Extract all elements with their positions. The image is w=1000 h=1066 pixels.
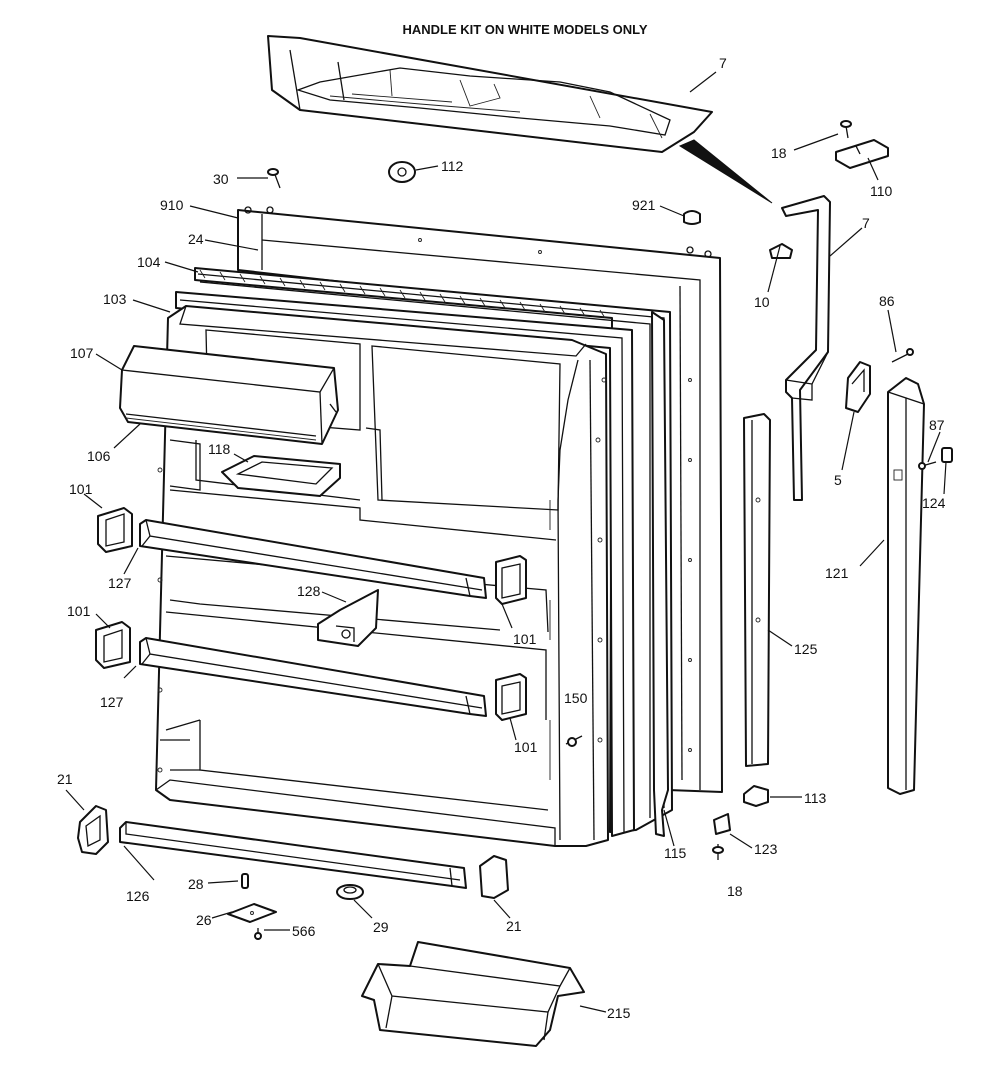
handle-kit-cover [267, 35, 713, 153]
callout-28: 28 [188, 876, 204, 892]
callout-125: 125 [794, 641, 818, 657]
butter-tray [221, 455, 341, 497]
callout-112: 112 [441, 158, 464, 174]
callout-107: 107 [70, 345, 94, 361]
callout-126: 126 [126, 888, 150, 904]
callout-29: 29 [373, 919, 389, 935]
callout-101-right-lower: 101 [514, 739, 538, 755]
callout-106: 106 [87, 448, 111, 464]
diagram-title: HANDLE KIT ON WHITE MODELS ONLY [402, 22, 647, 37]
door-bin [361, 941, 585, 1047]
screw-18-top [840, 120, 852, 139]
callout-10: 10 [754, 294, 770, 310]
callout-104: 104 [137, 254, 161, 270]
callout-121: 121 [825, 565, 849, 581]
clip-10 [769, 243, 793, 259]
callout-26: 26 [196, 912, 212, 928]
callout-30: 30 [213, 171, 229, 187]
bushing-29 [336, 884, 364, 900]
callout-110: 110 [870, 183, 893, 199]
callout-921: 921 [632, 197, 656, 213]
screw-18-bottom [712, 844, 724, 860]
pin-28 [241, 873, 249, 889]
callout-87: 87 [929, 417, 945, 433]
callout-86: 86 [879, 293, 895, 309]
hinge-channel-125 [743, 413, 771, 767]
handle-kit-pointer [678, 139, 773, 204]
cap-112 [388, 161, 416, 183]
callout-127-lower: 127 [100, 694, 124, 710]
clip-124 [941, 447, 953, 463]
screw-566 [254, 928, 262, 940]
screw-150 [565, 735, 583, 747]
dairy-compartment-door [119, 345, 339, 445]
callout-7-handle: 7 [719, 55, 727, 71]
callout-115: 115 [664, 845, 687, 861]
hinge-5 [845, 361, 871, 413]
door-seal-strip [651, 311, 669, 837]
screw-30 [267, 168, 281, 189]
callout-18-bottom: 18 [727, 883, 743, 899]
bracket-123 [713, 813, 731, 835]
callout-101-left-upper: 101 [69, 481, 93, 497]
callout-150: 150 [564, 690, 588, 706]
callout-21-left: 21 [57, 771, 73, 787]
callout-118: 118 [208, 441, 231, 457]
callout-21-right: 21 [506, 918, 522, 934]
plug-921 [683, 210, 701, 225]
callout-113: 113 [804, 790, 827, 806]
end-cap-left [77, 805, 109, 855]
shelf-divider [317, 589, 379, 647]
callout-101-left-lower: 101 [67, 603, 91, 619]
handle-bracket-7 [781, 195, 831, 501]
callout-5: 5 [834, 472, 842, 488]
callout-566: 566 [292, 923, 316, 939]
door-shelf-upper [139, 519, 487, 599]
plate-26 [227, 903, 277, 923]
callout-128: 128 [297, 583, 321, 599]
door-shelf-lower [139, 637, 487, 717]
hinge-plate-110 [835, 139, 889, 169]
shelf-bracket-right-upper [495, 555, 527, 605]
handle-trim-121 [887, 377, 925, 795]
breaker-strip-frame [175, 291, 635, 837]
callout-124: 124 [922, 495, 946, 511]
callout-103: 103 [103, 291, 127, 307]
door-outer-panel [237, 206, 723, 793]
screw-86 [891, 348, 914, 363]
shelf-bracket-left-upper [97, 507, 133, 553]
callout-910: 910 [160, 197, 184, 213]
shelf-bracket-left-lower [95, 621, 131, 669]
shelf-bracket-right-lower [495, 673, 527, 721]
callout-18-top: 18 [771, 145, 787, 161]
end-cap-right [479, 855, 509, 899]
callout-24: 24 [188, 231, 204, 247]
callout-labels: 7 18 110 30 112 910 921 24 7 104 10 103 … [57, 55, 946, 1021]
callout-215: 215 [607, 1005, 631, 1021]
callout-7-bracket: 7 [862, 215, 870, 231]
cover-113 [743, 785, 769, 807]
screw-87 [918, 461, 937, 470]
callout-123: 123 [754, 841, 778, 857]
bottom-door-rail [119, 821, 467, 889]
leader-lines [65, 71, 947, 1013]
callout-101-right-upper: 101 [513, 631, 537, 647]
callout-127-upper: 127 [108, 575, 132, 591]
